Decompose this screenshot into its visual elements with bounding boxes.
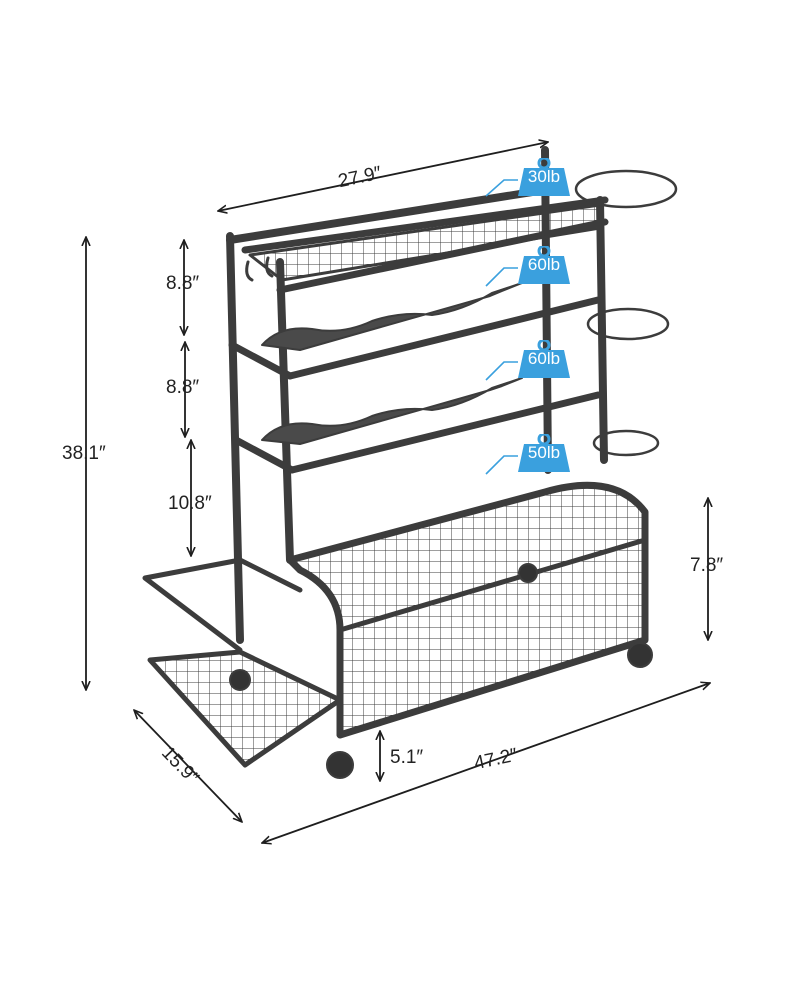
rack-frame: [142, 146, 678, 779]
dim-total-width-line: [262, 683, 710, 843]
load-badge-top: 30lb: [516, 156, 572, 198]
side-bar: [142, 557, 303, 653]
dim-depth-line: [134, 710, 242, 822]
ball-ring-top: [574, 169, 678, 209]
weight-icon: [518, 432, 570, 472]
wheel-front-left: [326, 751, 354, 779]
dim-gap2-label: 8.8″: [166, 377, 200, 398]
load-badge-label: 60lb: [527, 255, 561, 274]
load-badge-third: 60lb: [516, 338, 572, 380]
dim-clearance-label: 5.1″: [390, 747, 424, 768]
ball-ring-mid: [586, 307, 670, 341]
dim-gap3-label: 10.8″: [168, 493, 212, 514]
weight-icon: [518, 244, 570, 284]
dim-gap1-label: 8.8″: [166, 273, 200, 294]
dim-height-label: 38.1″: [62, 443, 106, 464]
bat-holder-lower: [261, 377, 523, 445]
dim-basket-label: 7.8″: [690, 555, 724, 576]
basket: [286, 481, 649, 739]
wheel-back-left: [229, 669, 251, 691]
weight-icon: [518, 156, 570, 196]
dimension-lines: [86, 142, 710, 843]
side-tray: [147, 649, 343, 768]
load-badge-label: 60lb: [527, 349, 561, 368]
weight-icon: [518, 338, 570, 378]
load-badge-bottom: 50lb: [516, 432, 572, 474]
load-badge-second: 60lb: [516, 244, 572, 286]
wheel-back-right: [518, 563, 538, 583]
bat-holder-upper: [261, 282, 523, 351]
wheel-front-right: [627, 642, 653, 668]
load-badge-label: 30lb: [527, 167, 561, 186]
badge-callouts: [485, 179, 518, 475]
load-badge-label: 50lb: [527, 443, 561, 462]
dim-top-width-line: [218, 142, 548, 211]
ball-ring-low: [592, 429, 660, 457]
